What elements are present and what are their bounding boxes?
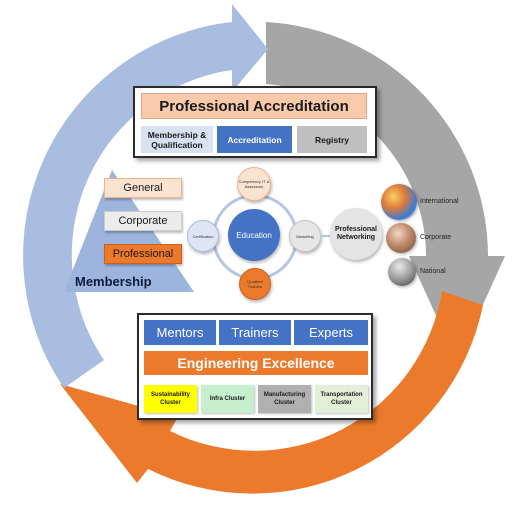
qualified-trainers-node: Qualified Trainers [239, 268, 271, 300]
accreditation-title: Professional Accreditation [141, 93, 367, 119]
experts-box: Experts [294, 320, 368, 345]
marketing-node: Marketing [289, 220, 321, 252]
accreditation-panel: Professional Accreditation Membership & … [133, 86, 377, 158]
tier-general: General [104, 178, 182, 198]
orange-arc [60, 291, 483, 494]
sustainability-cluster: Sustainability Cluster [144, 385, 197, 413]
trainers-box: Trainers [219, 320, 291, 345]
education-center: Education [228, 209, 280, 261]
corporate-label: Corporate [420, 234, 452, 241]
mentors-box: Mentors [144, 320, 216, 345]
corporate-people-icon [386, 223, 416, 253]
competency-node: Competency IT & Assessors [237, 167, 271, 201]
registry-item: Registry [297, 126, 367, 153]
hub-connector [321, 235, 331, 237]
manufacturing-cluster: Manufacturing Cluster [258, 385, 311, 413]
accreditation-item: Accreditation [217, 126, 292, 153]
tier-professional: Professional [104, 244, 182, 264]
national-label: National [420, 268, 446, 275]
engineering-excellence-title: Engineering Excellence [144, 351, 368, 375]
blue-arc [23, 4, 269, 388]
international-label: International [420, 198, 459, 205]
grey-arc [266, 22, 505, 362]
transportation-cluster: Transportation Cluster [315, 385, 368, 413]
certification-node: Certification [187, 220, 219, 252]
membership-label: Membership [75, 274, 152, 289]
excellence-panel: Mentors Trainers Experts Engineering Exc… [137, 313, 373, 420]
membership-qualification-item: Membership & Qualification [141, 126, 213, 153]
international-globe-icon [381, 184, 417, 220]
tier-corporate: Corporate [104, 211, 182, 231]
infra-cluster: Infra Cluster [201, 385, 254, 413]
professional-networking-node: Professional Networking [330, 208, 382, 260]
national-people-icon [388, 258, 416, 286]
